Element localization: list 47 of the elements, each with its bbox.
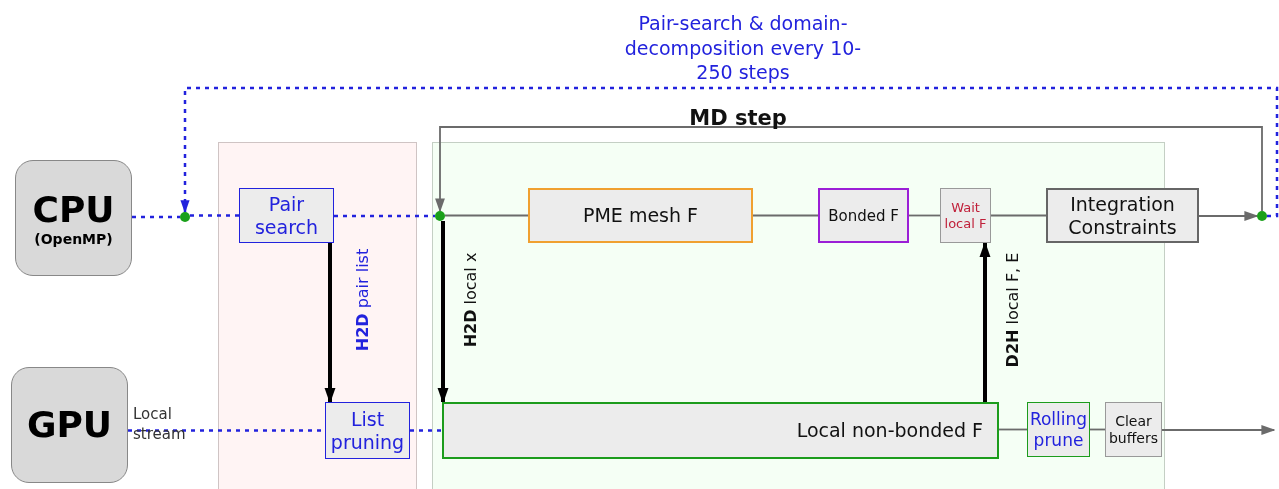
process-box [442,402,999,459]
connector-line [410,429,442,432]
junction-dot [435,211,445,221]
node-label: Integration Constraints [1067,192,1178,239]
connector-line [998,428,1028,431]
node-label: CPU [32,188,115,232]
node-label: Rolling prune [1028,409,1089,450]
edge-label: D2H local F, E [1002,252,1022,368]
node-label: Local non-bonded F [796,419,983,442]
arrow [435,126,1263,213]
process-box [1046,188,1199,243]
connector-line [132,215,180,219]
process-box [528,188,753,243]
process-box [818,188,909,243]
arrow [1161,425,1276,435]
node-label: Wait local F [943,199,988,232]
junction-dot [180,212,190,222]
processor-box [11,367,128,483]
node-sublabel: (OpenMP) [34,231,113,248]
arrow [180,86,1279,218]
node-label: Bonded F [828,206,899,225]
connector-line [990,214,1047,217]
edge-label: H2D local x [460,252,480,348]
arrow [1198,211,1259,221]
connector-line [190,214,239,217]
connector-line [444,214,529,217]
connector-line [334,214,435,218]
edge-label: MD step [689,106,787,130]
arrow [324,243,336,404]
connector-line [752,214,819,217]
arrow [979,241,991,402]
wait-box [940,188,991,243]
node-label: Pair search [253,192,320,239]
stream-label: Local stream [133,405,187,444]
edge-label: H2D pair list [352,248,372,352]
junction-dot [1257,211,1267,221]
process-box [1105,402,1162,457]
process-box [1027,402,1090,457]
node-label: List pruning [329,407,406,454]
edge-label: Pair-search & domain-decomposition every 10-250 steps [623,10,863,86]
arrow [437,221,449,404]
processor-box [15,160,132,276]
process-box [239,188,334,243]
node-label: GPU [26,403,113,447]
connector-line [908,214,941,217]
node-label: Clear buffers [1107,412,1160,447]
node-label: PME mesh F [583,204,698,227]
